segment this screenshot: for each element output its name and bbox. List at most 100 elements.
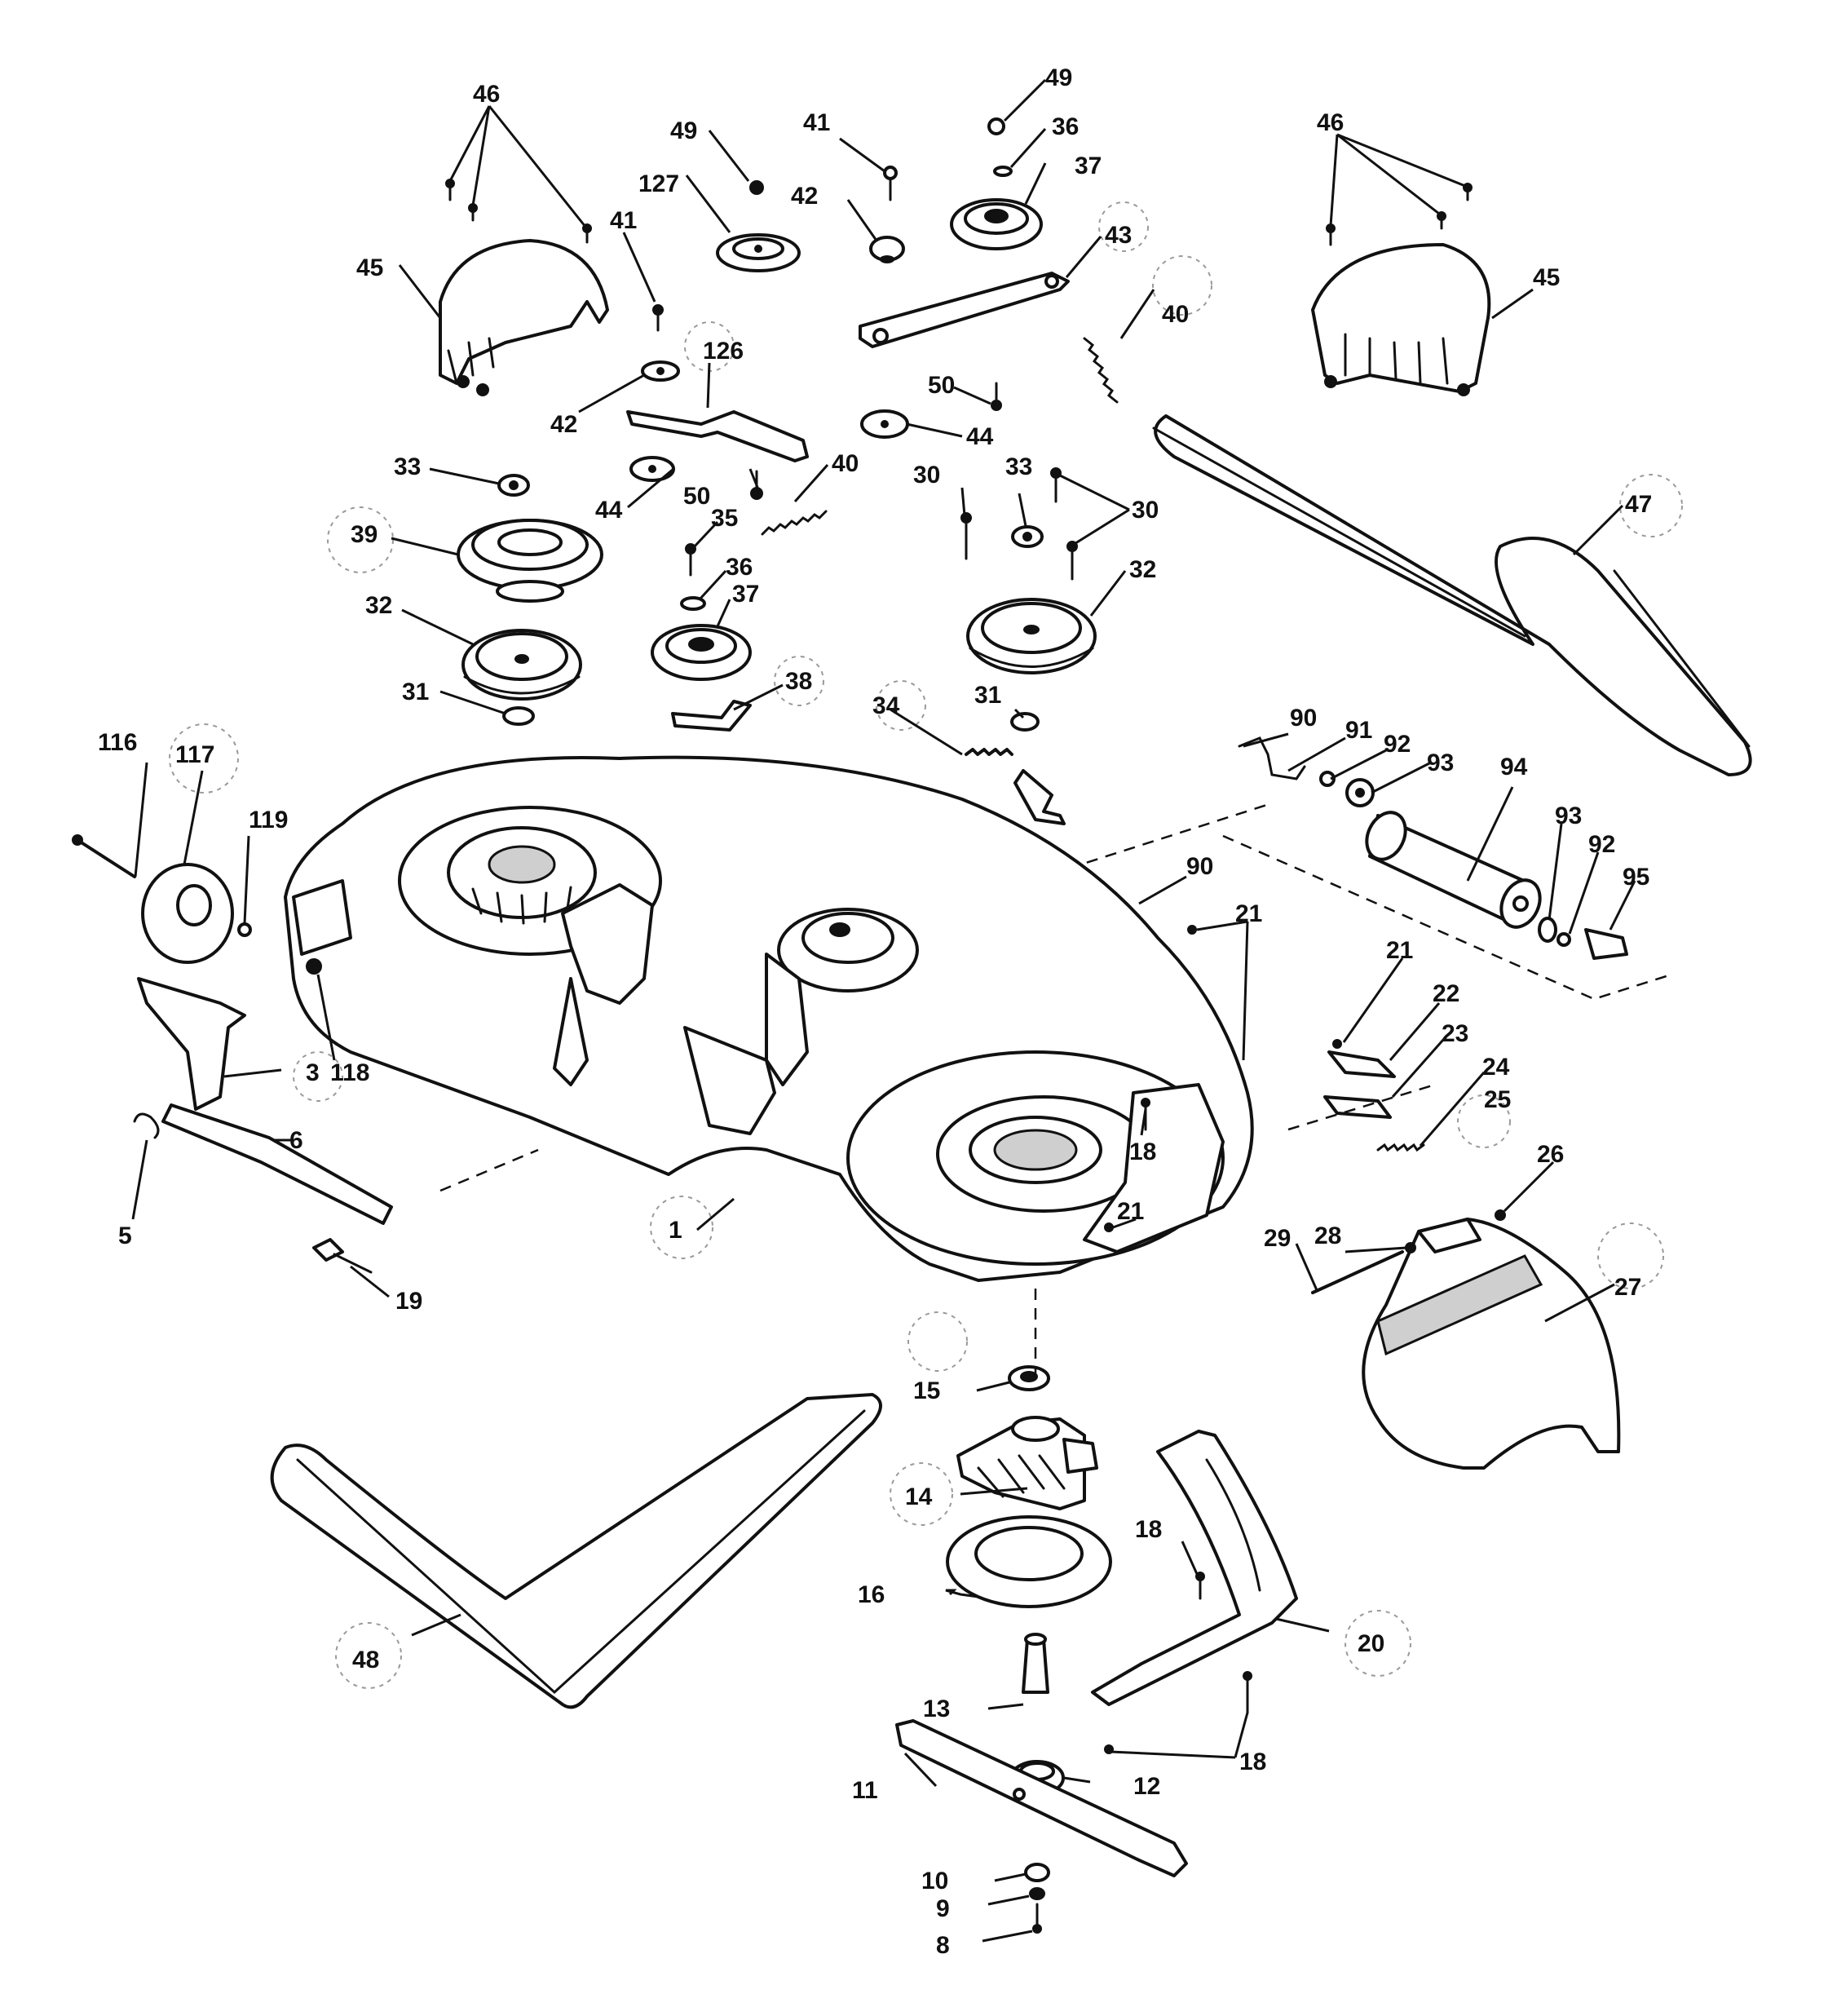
pulley-32-right [966,598,1097,674]
label-18-baffle: 18 [1135,1516,1162,1543]
label-20: 20 [1358,1630,1384,1657]
bolt-30-a [960,512,972,560]
bolt-50-right [991,382,1002,411]
spacer-119 [237,922,252,937]
label-31-left: 31 [402,679,429,705]
bolt-41-left [652,304,664,332]
nut-33-left [497,474,530,497]
flat-idler-37-top [950,198,1043,250]
bracket-22 [1327,1050,1396,1078]
label-25: 25 [1484,1086,1511,1113]
left-pulley-cover [439,239,609,396]
label-46-right: 46 [1317,109,1344,136]
rod-6 [161,1103,393,1225]
nut-33-right [1011,525,1044,548]
label-21-deck: 21 [1117,1198,1144,1225]
label-92-top: 92 [1384,731,1411,758]
nut-49-right [987,117,1005,135]
label-1: 1 [669,1217,682,1244]
spring-40-right [1083,337,1119,404]
nut-49-left [749,180,764,195]
label-36-mid: 36 [726,554,753,581]
label-32-left: 32 [365,592,392,619]
spring-40-left [761,510,828,536]
bolt-19 [312,1238,373,1274]
label-41-top: 41 [803,109,830,136]
spring-28 [1405,1242,1416,1253]
label-21-top: 21 [1235,900,1262,927]
bolt-26 [1495,1209,1506,1221]
label-35: 35 [711,505,738,532]
label-116: 116 [98,729,137,756]
label-39: 39 [351,521,378,548]
label-12: 12 [1133,1773,1160,1800]
label-37-mid: 37 [732,581,759,608]
washer-36-top [993,166,1013,177]
bolt-21-deck [1104,1222,1114,1232]
discharge-chute-27 [1362,1218,1621,1470]
label-37-top: 37 [1075,153,1102,179]
label-9: 9 [936,1895,950,1922]
label-32-right: 32 [1129,556,1156,583]
label-43: 43 [1105,222,1132,249]
label-40-mid: 40 [832,450,859,477]
hardware-93-92-95-right [1538,917,1628,960]
label-92-right: 92 [1588,831,1615,858]
bolt-21-top [1187,925,1197,935]
label-13: 13 [923,1695,950,1722]
hardware-90-91-92-top [1238,736,1375,807]
washer-36-mid [680,596,706,611]
label-24: 24 [1482,1054,1510,1081]
flat-idler-37-mid [651,624,752,681]
idler-arm-43 [859,272,1070,348]
spring-24 [1376,1143,1425,1152]
label-118: 118 [330,1059,369,1086]
label-36-top: 36 [1052,113,1079,140]
label-41-mid: 41 [610,207,637,234]
washer-31-left [502,706,535,726]
label-19: 19 [395,1288,422,1315]
spacer-42-mid [641,360,680,382]
bracket-126 [626,410,809,462]
wheel-axle-116 [72,834,136,878]
label-21-mid: 21 [1386,937,1413,964]
leader-lines [131,78,1636,1943]
label-45-left: 45 [356,254,383,281]
label-46-left: 46 [473,81,500,108]
bolt-41-right [883,166,898,201]
pin-5 [133,1112,160,1139]
label-29: 29 [1264,1225,1291,1252]
label-3: 3 [306,1059,320,1086]
deck-left-guide [439,1148,539,1192]
bracket-38 [671,700,752,732]
roller-dashed-guide [1067,802,1672,1001]
label-44-left: 44 [595,497,623,524]
lockwasher-9 [1029,1887,1045,1900]
label-47: 47 [1625,491,1652,518]
spindle-shaft-13 [1022,1633,1049,1694]
washer-44-left [629,456,675,482]
rod-29 [1311,1250,1404,1294]
washer-31-right [1010,712,1040,732]
label-30-right: 30 [1132,497,1159,524]
label-38: 38 [785,668,812,695]
label-45-right: 45 [1533,264,1560,291]
bracket-3 [137,977,246,1111]
label-127: 127 [638,170,679,197]
gauge-wheel-117 [141,863,234,964]
bolt-30-b [1050,467,1062,503]
belt-48 [270,1393,882,1709]
label-34: 34 [872,692,900,719]
belt-47 [1152,414,1752,776]
label-119: 119 [249,807,288,833]
label-22: 22 [1433,980,1459,1007]
label-16: 16 [858,1581,885,1608]
bolt-21-mid [1332,1039,1342,1049]
callout-circles [169,201,1683,1689]
bolt-8 [1032,1903,1042,1934]
label-44-right: 44 [966,423,994,450]
part-number-labels: 46 45 49 127 41 49 36 37 42 43 40 46 45 … [98,64,1652,1959]
mower-deck-housing-1 [284,755,1254,1282]
label-50-top: 50 [928,372,955,399]
